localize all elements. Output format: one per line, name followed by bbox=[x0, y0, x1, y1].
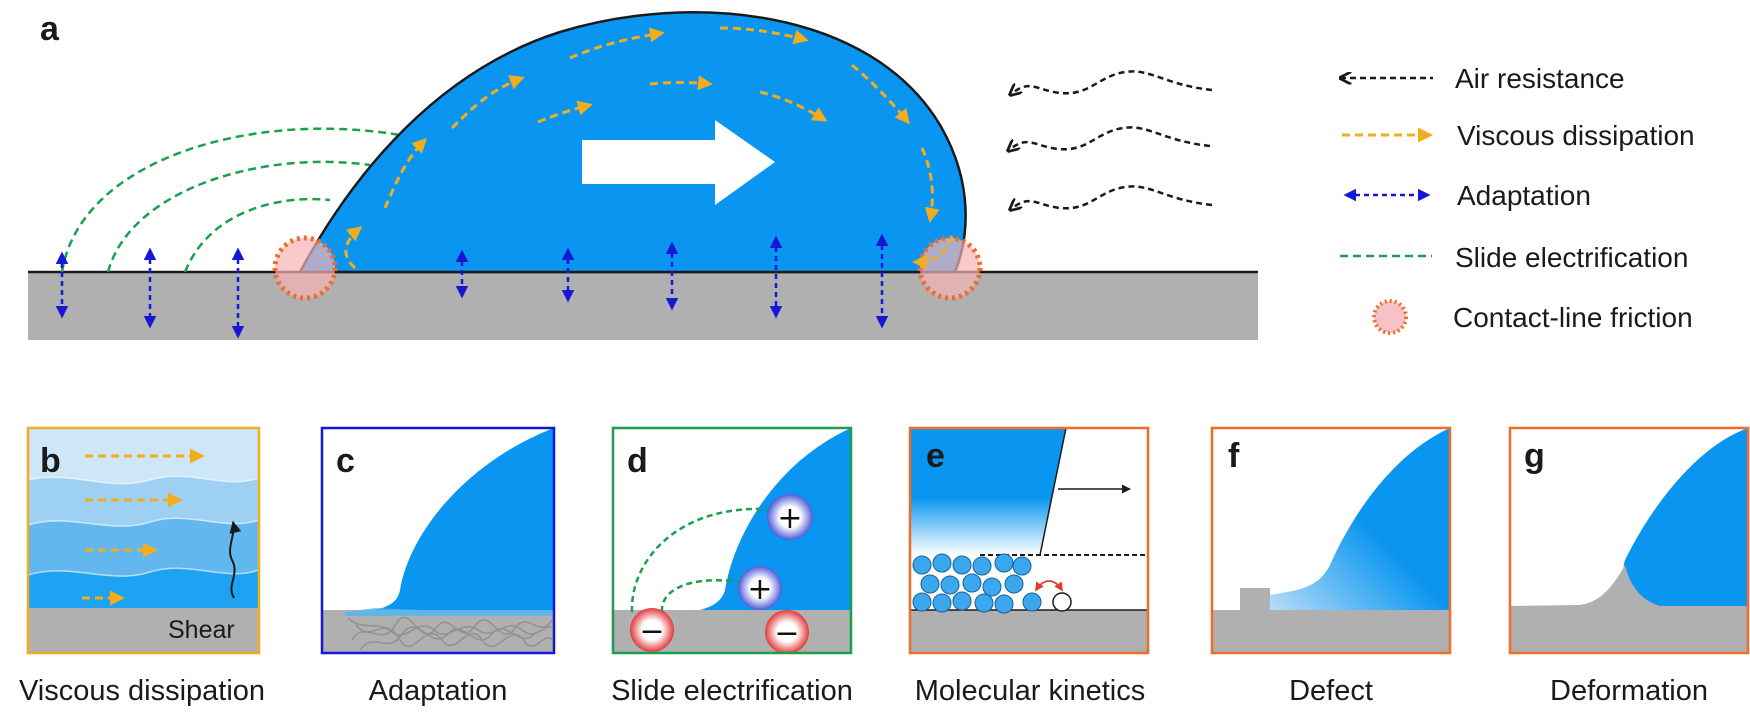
substrate bbox=[910, 610, 1148, 653]
panel-c: c Adaptation bbox=[320, 426, 556, 707]
legend-label: Viscous dissipation bbox=[1457, 120, 1695, 151]
hop-arrow bbox=[1035, 580, 1063, 592]
viscous-arrows bbox=[344, 26, 954, 270]
shear-arrow bbox=[229, 520, 242, 599]
frame-d bbox=[611, 426, 853, 655]
svg-text:−: − bbox=[639, 614, 664, 649]
contact-line-friction-rear bbox=[272, 235, 338, 301]
legend-label: Slide electrification bbox=[1455, 242, 1688, 273]
panel-label-a: a bbox=[40, 10, 60, 48]
legend-item-viscous-dissipation: Viscous dissipation bbox=[1342, 120, 1695, 151]
deformed-substrate bbox=[1510, 565, 1748, 653]
caption-e: Molecular kinetics bbox=[915, 675, 1145, 707]
defect-step bbox=[1240, 588, 1270, 610]
frame-e bbox=[908, 426, 1150, 655]
molecules bbox=[912, 553, 1042, 614]
adaptive-brush-layer bbox=[347, 616, 553, 651]
legend-label: Contact-line friction bbox=[1453, 302, 1693, 333]
shear-label: Shear bbox=[168, 616, 235, 644]
panel-label-f: f bbox=[1228, 437, 1240, 475]
dotted-circle-icon bbox=[1372, 299, 1408, 335]
panel-a: a bbox=[28, 10, 1258, 340]
frame-b bbox=[26, 426, 261, 655]
vacancy-site bbox=[1052, 592, 1072, 612]
frame-g bbox=[1508, 426, 1750, 655]
panel-f: f Defect bbox=[1210, 426, 1452, 707]
caption-b: Viscous dissipation bbox=[19, 675, 265, 707]
legend-item-slide-electrification: Slide electrification bbox=[1340, 242, 1688, 273]
caption-d: Slide electrification bbox=[611, 675, 853, 707]
caption-f: Defect bbox=[1289, 675, 1373, 707]
legend-item-adaptation: Adaptation bbox=[1343, 180, 1591, 211]
liquid-region bbox=[910, 428, 1066, 555]
panel-label-e: e bbox=[926, 437, 945, 475]
frame-f bbox=[1210, 426, 1452, 655]
electrification-arcs bbox=[60, 127, 401, 273]
droplet-edge bbox=[1270, 428, 1450, 610]
panel-label-b: b bbox=[40, 442, 61, 480]
panel-label-d: d bbox=[627, 442, 648, 480]
motion-arrow bbox=[582, 120, 775, 205]
legend-item-contact-line-friction: Contact-line friction bbox=[1372, 299, 1693, 335]
positive-charge-upper: + bbox=[767, 494, 813, 540]
substrate bbox=[28, 272, 1258, 340]
svg-text:+: + bbox=[747, 572, 772, 607]
caption-c: Adaptation bbox=[369, 675, 508, 707]
droplet-edge bbox=[1623, 428, 1748, 606]
panel-label-g: g bbox=[1524, 437, 1545, 475]
negative-charge-right: − bbox=[765, 610, 809, 654]
legend-label: Air resistance bbox=[1455, 63, 1625, 94]
droplet-edge bbox=[375, 428, 554, 610]
panel-d: + + − − d Slide electrification bbox=[611, 426, 853, 707]
frame-c bbox=[320, 426, 556, 655]
air-resistance-arrows bbox=[1008, 70, 1213, 210]
panel-label-c: c bbox=[336, 442, 355, 480]
positive-charge-lower: + bbox=[738, 566, 782, 610]
svg-text:+: + bbox=[777, 501, 802, 536]
panel-e: e Molecular kinetics bbox=[908, 426, 1150, 707]
svg-text:−: − bbox=[774, 616, 799, 651]
caption-g: Deformation bbox=[1550, 675, 1708, 707]
legend-label: Adaptation bbox=[1457, 180, 1591, 211]
negative-charge-left: − bbox=[630, 608, 674, 652]
shear-flow-arrows bbox=[82, 448, 205, 606]
adaptation-arrows bbox=[55, 233, 889, 339]
legend-item-air-resistance: Air resistance bbox=[1340, 63, 1625, 94]
substrate bbox=[1212, 610, 1450, 653]
legend: Air resistance Viscous dissipation Adapt… bbox=[1340, 63, 1695, 335]
contact-line-friction-front bbox=[917, 235, 983, 301]
panel-g: g Deformation bbox=[1508, 426, 1750, 707]
substrate bbox=[322, 610, 554, 653]
panel-b: b Shear Viscous dissipation bbox=[19, 426, 265, 707]
field-lines bbox=[630, 507, 781, 613]
